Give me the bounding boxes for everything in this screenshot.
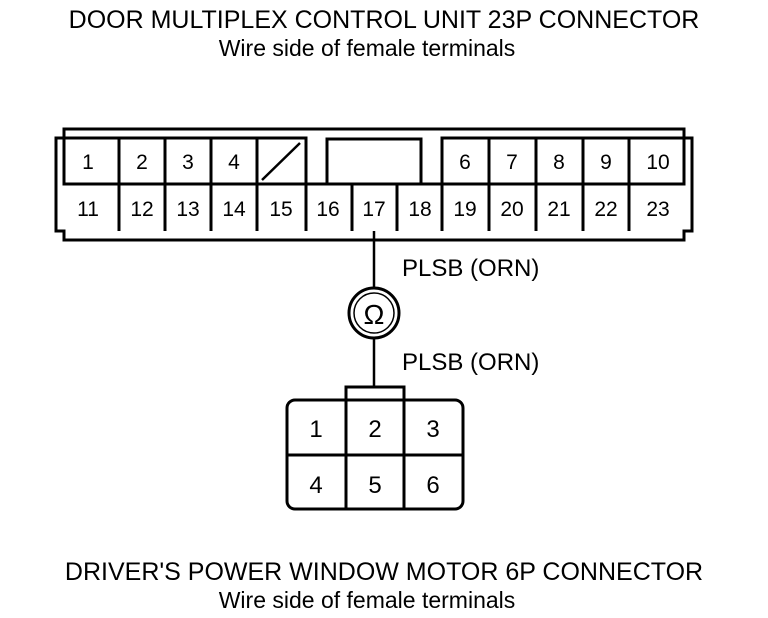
door-multiplex-23p-connector — [54, 127, 694, 242]
terminal-label: 14 — [222, 198, 246, 221]
terminal-label: 5 — [368, 472, 381, 499]
terminal-label: 13 — [176, 198, 199, 221]
terminal-label: 10 — [646, 151, 669, 174]
terminal-label: 20 — [500, 198, 523, 221]
terminal-label: 21 — [547, 198, 570, 221]
terminal-label: 18 — [408, 198, 431, 221]
23p-row1-labels: 1 2 3 4 6 7 8 9 10 — [82, 151, 670, 174]
terminal-label: 11 — [77, 198, 99, 221]
terminal-label: 15 — [269, 198, 292, 221]
terminal-label: 3 — [426, 416, 439, 443]
wire-label-upper: PLSB (ORN) — [402, 255, 539, 282]
terminal-label: 9 — [600, 151, 612, 174]
terminal-label: 19 — [453, 198, 476, 221]
blank-terminal-slash-icon — [261, 142, 301, 181]
6p-lock-tab — [344, 385, 406, 402]
23p-row2-labels: 11 12 13 14 15 16 17 18 19 20 21 22 23 — [77, 198, 670, 221]
terminal-label: 22 — [594, 198, 617, 221]
terminal-label: 2 — [136, 151, 148, 174]
terminal-label: 3 — [182, 151, 194, 174]
top-connector-title: DOOR MULTIPLEX CONTROL UNIT 23P CONNECTO… — [69, 6, 700, 34]
terminal-label: 6 — [459, 151, 471, 174]
terminal-label: 17 — [362, 198, 385, 221]
terminal-label: 2 — [368, 416, 381, 443]
terminal-label: 1 — [82, 151, 94, 174]
bottom-connector-title: DRIVER'S POWER WINDOW MOTOR 6P CONNECTOR — [65, 558, 703, 586]
terminal-label: 6 — [426, 472, 439, 499]
ohmmeter-icon: Ω — [347, 286, 401, 340]
terminal-label: 1 — [309, 416, 322, 443]
terminal-label: 4 — [309, 472, 322, 499]
terminal-label: 4 — [228, 151, 240, 174]
top-connector-subtitle: Wire side of female terminals — [219, 35, 516, 61]
wire-label-lower: PLSB (ORN) — [402, 349, 539, 376]
23p-center-key — [325, 137, 423, 186]
ohm-symbol: Ω — [364, 299, 385, 330]
terminal-label: 16 — [316, 198, 339, 221]
terminal-label: 7 — [506, 151, 518, 174]
terminal-label: 23 — [646, 198, 669, 221]
power-window-motor-6p-connector — [285, 385, 465, 511]
terminal-label: 12 — [130, 198, 153, 221]
bottom-connector-subtitle: Wire side of female terminals — [219, 587, 516, 613]
6p-labels: 1 2 3 4 5 6 — [309, 416, 439, 499]
terminal-label: 8 — [553, 151, 565, 174]
